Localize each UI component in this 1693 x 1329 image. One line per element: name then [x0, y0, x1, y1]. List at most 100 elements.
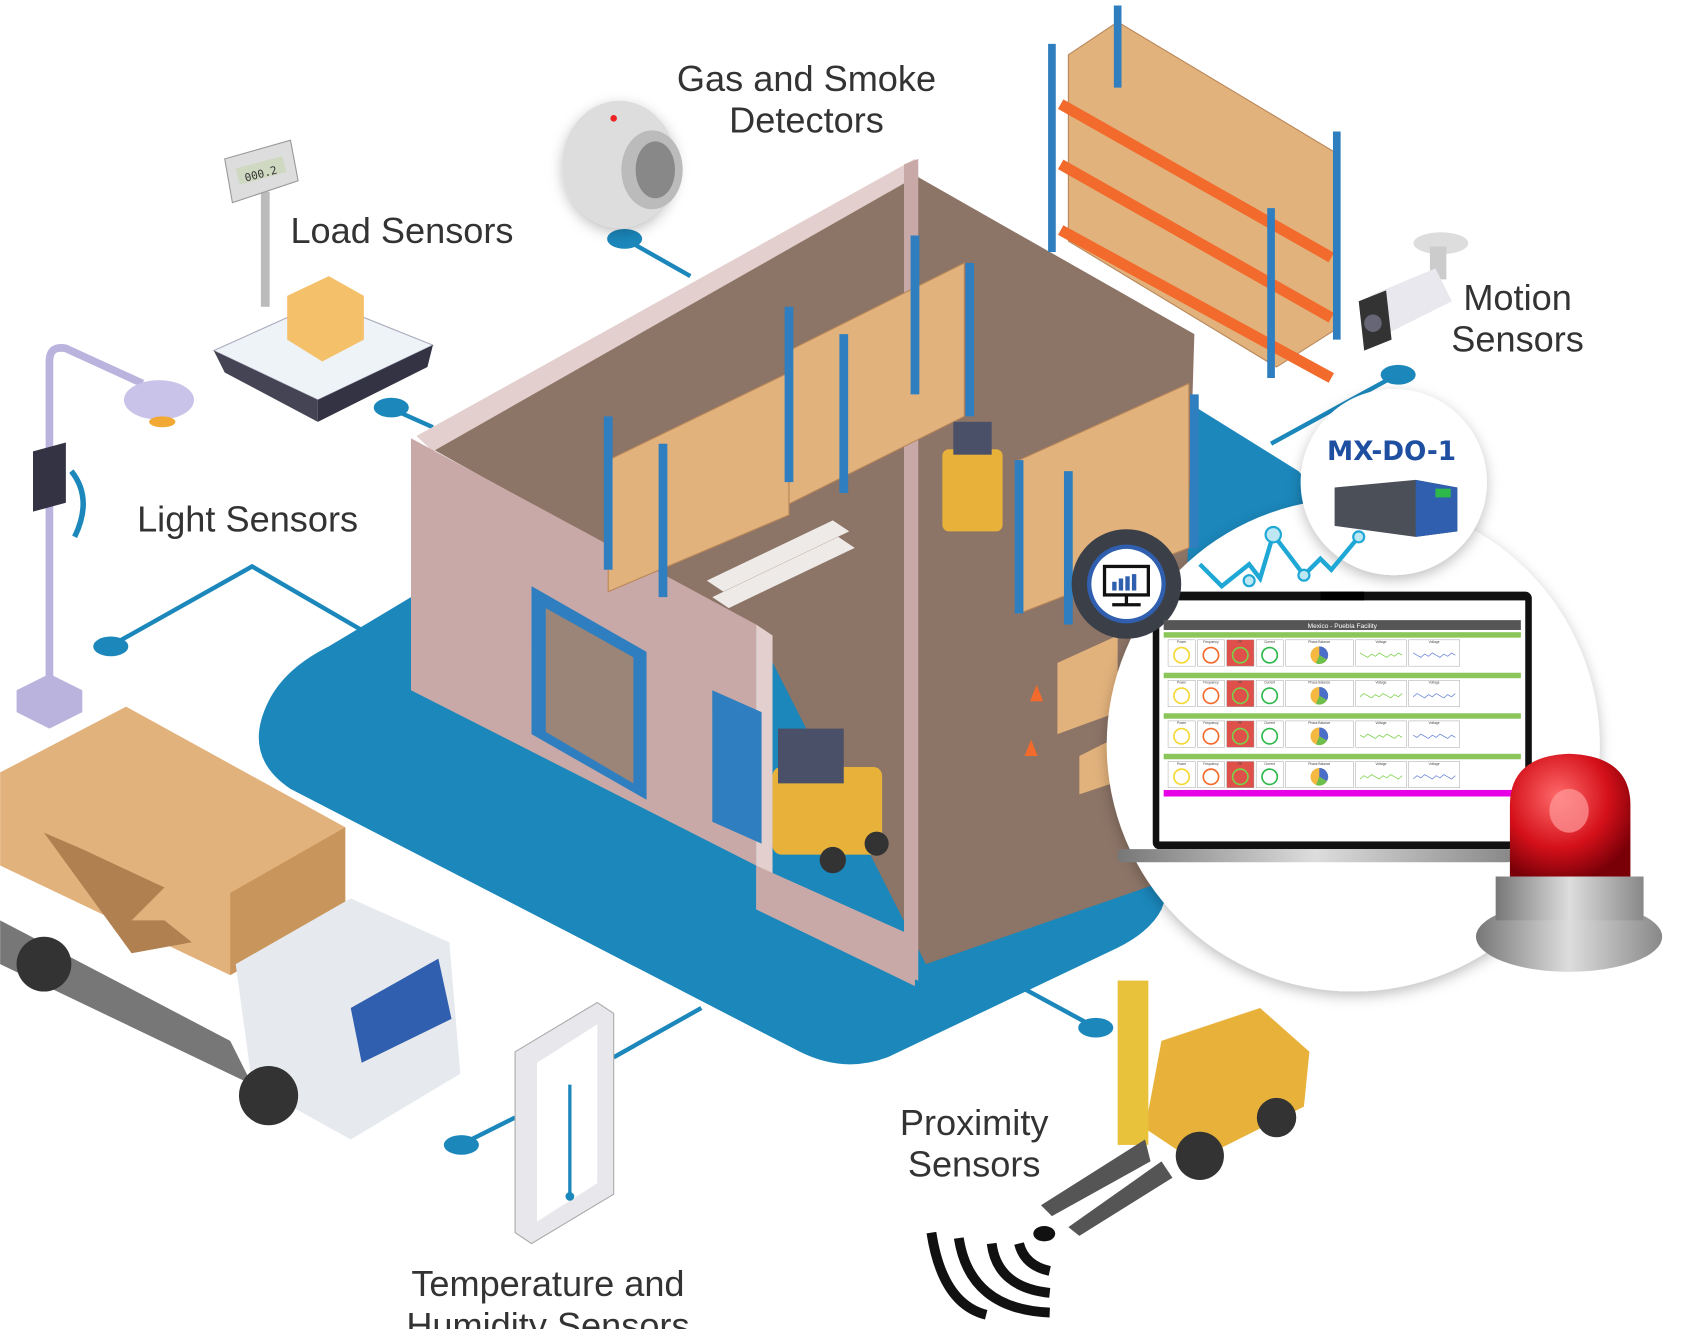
panel-label: Frequency: [1203, 681, 1219, 685]
analytics-gear-icon: [1071, 529, 1182, 639]
gauge: [1231, 646, 1249, 664]
panel-label: Current: [1264, 721, 1275, 725]
dashboard-panel: Voltage: [1355, 639, 1407, 667]
gauge: [1202, 646, 1220, 664]
gauge: [1202, 768, 1220, 786]
dashboard-panel: Phase Balance: [1285, 761, 1354, 788]
dashboard-panel: Phase Balance: [1285, 720, 1354, 748]
line-chart: [1359, 774, 1403, 780]
motion-camera-icon: [1358, 232, 1469, 351]
pie-slice: [1319, 686, 1329, 701]
panel-label: PF: [1238, 721, 1242, 725]
dashboard-panel: Phase Balance: [1285, 680, 1354, 707]
panel-label: Voltage: [1375, 640, 1386, 644]
gauge: [1231, 727, 1249, 745]
label-motion-line2: Sensors: [1451, 319, 1584, 360]
pie-slice: [1315, 655, 1327, 665]
forklift-icon: [1040, 980, 1310, 1236]
pie-slice: [1315, 695, 1327, 705]
dashboard-panel: Frequency: [1197, 680, 1225, 707]
gauge: [1173, 768, 1191, 786]
gauge: [1173, 727, 1191, 745]
panel-label: Voltage: [1429, 721, 1440, 725]
panel-label: PF: [1238, 640, 1242, 644]
gauge: [1261, 646, 1279, 664]
dashboard-panel: Current: [1255, 761, 1284, 788]
gauge: [1231, 687, 1249, 705]
panel-label: Power: [1177, 681, 1187, 685]
load-scale-icon: 000.2: [212, 139, 435, 422]
panel-label: PF: [1238, 762, 1242, 766]
panel-label: Voltage: [1375, 762, 1386, 766]
panel-label: Frequency: [1203, 762, 1219, 766]
dashboard-panel: Frequency: [1197, 761, 1225, 788]
panel-label: PF: [1238, 681, 1242, 685]
dashboard-panel: Voltage: [1355, 761, 1407, 788]
warehouse: [410, 158, 1199, 987]
dashboard-panel: Voltage: [1408, 720, 1460, 748]
dashboard-panel: Voltage: [1408, 761, 1460, 788]
proximity-waves-icon: [926, 1226, 1056, 1320]
panel-label: Phase Balance: [1308, 762, 1330, 766]
dashboard-panel: Frequency: [1197, 720, 1225, 748]
dashboard-panel: Voltage: [1355, 680, 1407, 707]
line-chart: [1412, 733, 1456, 739]
pie-slice: [1315, 736, 1327, 746]
panel-label: Voltage: [1375, 721, 1386, 725]
pie-slice: [1319, 727, 1329, 741]
label-gas-line2: Detectors: [729, 100, 884, 141]
dashboard-panel: Phase Balance: [1285, 639, 1354, 667]
label-gas-line1: Gas and Smoke: [677, 58, 936, 99]
line-chart: [1359, 733, 1403, 739]
dashboard-panel: Power: [1167, 720, 1196, 748]
device-name: MX-DO-1: [1327, 437, 1456, 467]
label-light-sensors: Light Sensors: [137, 498, 358, 539]
panel-label: Phase Balance: [1308, 681, 1330, 685]
thermometer-icon: [514, 1001, 615, 1245]
storage-rack: [1048, 5, 1341, 383]
pie-slice: [1319, 768, 1329, 782]
alarm-beacon-icon: [1475, 753, 1663, 972]
gauge: [1231, 768, 1249, 786]
dashboard-panel: Current: [1255, 720, 1284, 748]
smoke-detector-icon: [562, 100, 683, 228]
label-motion-line1: Motion: [1463, 277, 1571, 318]
router-device-icon: [1334, 479, 1458, 537]
dashboard-panel: PF: [1226, 680, 1255, 707]
line-chart: [1412, 652, 1456, 658]
pie-slice: [1315, 776, 1327, 786]
gauge: [1261, 768, 1279, 786]
panel-label: Frequency: [1203, 640, 1219, 644]
gauge: [1202, 687, 1220, 705]
panel-label: Phase Balance: [1308, 721, 1330, 725]
panel-label: Voltage: [1429, 640, 1440, 644]
panel-label: Frequency: [1203, 721, 1219, 725]
dashboard-row-header: [1163, 713, 1521, 719]
dashboard-panel: PF: [1226, 639, 1255, 667]
line-chart: [1359, 652, 1403, 658]
connector-dots: [93, 228, 1416, 1155]
gauge: [1202, 727, 1220, 745]
pie-slice: [1319, 646, 1329, 660]
dashboard-panel: PF: [1226, 761, 1255, 788]
panel-label: Current: [1264, 681, 1275, 685]
signal-graph: [1198, 529, 1361, 590]
line-chart: [1359, 693, 1403, 699]
dashboard-panel: Voltage: [1408, 680, 1460, 707]
gauge: [1173, 646, 1191, 664]
panel-label: Power: [1177, 721, 1187, 725]
dashboard-panel: Voltage: [1408, 639, 1460, 667]
line-chart: [1412, 693, 1456, 699]
panel-label: Current: [1264, 640, 1275, 644]
gauge: [1261, 687, 1279, 705]
dashboard-panel: PF: [1226, 720, 1255, 748]
dashboard-footer-bar: [1163, 789, 1521, 797]
dashboard-panel: Current: [1255, 639, 1284, 667]
label-proximity-line1: Proximity: [900, 1102, 1049, 1143]
